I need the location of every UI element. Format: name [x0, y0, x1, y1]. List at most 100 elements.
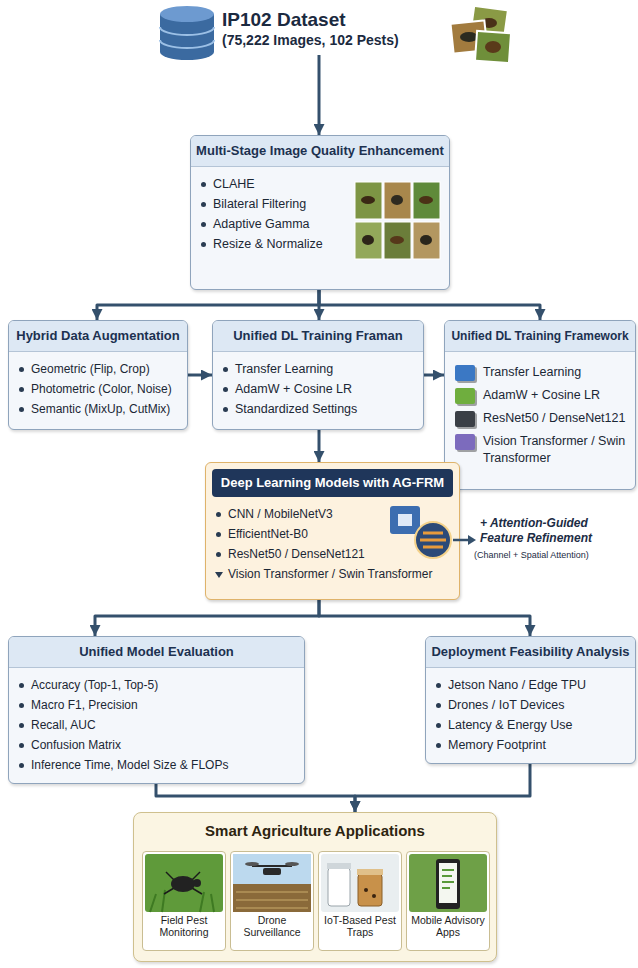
application-tile: Mobile Advisory Apps: [406, 851, 490, 951]
bullet-row: Recall, AUC: [19, 717, 300, 734]
pest-thumbnails-part: [475, 31, 511, 63]
pest-thumbnails-part: [460, 32, 478, 42]
bullet-text: Resize & Normalize: [213, 236, 323, 253]
bullet-row: Jetson Nano / Edge TPU: [436, 677, 631, 694]
bullet-dot: [19, 743, 24, 748]
flow-arrow: [156, 784, 355, 812]
bullet-list: CNN / MobileNetV3EfficientNet-B0ResNet50…: [206, 497, 459, 592]
item-icon: [455, 434, 475, 450]
tile-caption: Mobile Advisory Apps: [409, 914, 487, 938]
database-icon: [160, 6, 214, 60]
item-icon: [455, 411, 475, 427]
box-heading: Multi-Stage Image Quality Enhancement: [191, 136, 449, 167]
flow-arrow: [319, 600, 530, 636]
deployment-box: Deployment Feasibility AnalysisJetson Na…: [425, 636, 636, 764]
bullet-text: Inference Time, Model Size & FLOPs: [31, 757, 228, 774]
evaluation-box: Unified Model EvaluationAccuracy (Top-1,…: [8, 636, 305, 784]
dataset-source: IP102 Dataset(75,222 Images, 102 Pests): [222, 8, 450, 55]
bullet-triangle: [215, 572, 223, 578]
tile-caption: IoT-Based Pest Traps: [321, 914, 399, 938]
bullet-row: Latency & Energy Use: [436, 717, 631, 734]
bullet-row: Accuracy (Top-1, Top-5): [19, 677, 300, 694]
bullet-row: Macro F1, Precision: [19, 697, 300, 714]
bullet-dot: [436, 743, 441, 748]
annotation-text: + Attention-Guided Feature Refinement: [480, 516, 632, 546]
tile-caption: Drone Surveillance: [233, 914, 311, 938]
flow-arrow: [319, 290, 540, 320]
dataset-subtitle: (75,222 Images, 102 Pests): [222, 31, 450, 49]
bullet-list: Geometric (Flip, Crop)Photometric (Color…: [9, 352, 187, 427]
bullet-row: Vision Transformer / Swin Transformer: [455, 433, 631, 467]
flow-arrow: [318, 55, 321, 135]
database-icon-part: [160, 6, 214, 22]
bullet-dot: [19, 367, 24, 372]
bullet-text: Accuracy (Top-1, Top-5): [31, 677, 158, 694]
bullet-text: Macro F1, Precision: [31, 697, 138, 714]
bullet-row: Adaptive Gamma: [201, 216, 445, 233]
bullet-text: CNN / MobileNetV3: [228, 506, 333, 523]
bullet-row: Drones / IoT Devices: [436, 697, 631, 714]
bullet-text: Transfer Learning: [235, 361, 333, 378]
bullet-text: ResNet50 / DenseNet121: [483, 410, 625, 427]
bullet-row: AdamW + Cosine LR: [455, 387, 631, 404]
database-icon-part: [160, 14, 214, 60]
bullet-text: EfficientNet-B0: [228, 526, 308, 543]
flow-arrow: [424, 374, 444, 377]
process-box: Unified DL Training FrameworkTransfer Le…: [444, 320, 636, 490]
box-heading: Deep Learning Models with AG-FRM: [212, 469, 453, 497]
bullet-row: CLAHE: [201, 176, 445, 193]
database-icon-part: [160, 27, 214, 48]
process-box: Hybrid Data AugmentationGeometric (Flip,…: [8, 320, 188, 430]
bullet-list: CLAHE Bilateral FilteringAdaptive GammaRe…: [191, 167, 449, 262]
bullet-row: Semantic (MixUp, CutMix): [19, 401, 183, 418]
box-heading: Unified DL Training Framework: [445, 321, 635, 352]
bullet-dot: [201, 222, 206, 227]
box-heading: Unified DL Training Framan: [213, 321, 423, 352]
bullet-row: Inference Time, Model Size & FLOPs: [19, 757, 300, 774]
bullet-text: AdamW + Cosine LR: [483, 387, 600, 404]
bullet-dot: [201, 242, 206, 247]
bullet-row: AdamW + Cosine LR: [223, 381, 419, 398]
bullet-dot: [216, 552, 221, 557]
pest-thumbnails: [451, 6, 511, 63]
flow-arrow: [188, 374, 212, 377]
bullet-dot: [223, 387, 228, 392]
bullet-dot: [19, 763, 24, 768]
bullet-text: Adaptive Gamma: [213, 216, 310, 233]
bullet-dot: [19, 723, 24, 728]
bullet-list: Transfer LearningAdamW + Cosine LR Standa…: [213, 352, 423, 427]
tile-caption: Field Pest Monitoring: [145, 914, 223, 938]
bullet-row: ResNet50 / DenseNet121: [216, 546, 455, 563]
annotation-note: (Channel + Spatial Attention): [474, 550, 634, 561]
bullet-row: Standardized Settings: [223, 401, 419, 418]
bullet-row: Bilateral Filtering: [201, 196, 445, 213]
bullet-list: Transfer LearningAdamW + Cosine LR ResNet…: [445, 352, 635, 479]
bullet-text: Vision Transformer / Swin Transformer: [228, 566, 433, 583]
bullet-text: Transfer Learning: [483, 364, 581, 381]
attention-arrow-part: [468, 535, 476, 545]
bullet-dot: [19, 387, 24, 392]
bullet-row: Confusion Matrix: [19, 737, 300, 754]
bullet-dot: [19, 703, 24, 708]
bullet-dot: [436, 703, 441, 708]
bullet-row: Transfer Learning: [455, 364, 631, 381]
pest-thumbnails-part: [470, 6, 508, 40]
pest-thumbnails-part: [481, 18, 497, 28]
bullet-dot: [201, 202, 206, 207]
bullet-list: Jetson Nano / Edge TPU Drones / IoT Devic…: [426, 668, 635, 763]
bullet-text: Vision Transformer / Swin Transformer: [483, 433, 631, 467]
bullet-row: CNN / MobileNetV3: [216, 506, 455, 523]
process-box: Unified DL Training FramanTransfer Learn…: [212, 320, 424, 430]
bullet-dot: [436, 723, 441, 728]
bullet-row: Memory Footprint: [436, 737, 631, 754]
item-icon: [455, 365, 475, 381]
bullet-text: Latency & Energy Use: [448, 717, 572, 734]
flow-arrow: [97, 290, 319, 320]
bullet-dot: [216, 532, 221, 537]
bullet-text: Recall, AUC: [31, 717, 96, 734]
bullet-row: Resize & Normalize: [201, 236, 445, 253]
application-panel: Smart Agriculture ApplicationsField Pest…: [133, 812, 497, 962]
bullet-text: Confusion Matrix: [31, 737, 121, 754]
bullet-text: Photometric (Color, Noise): [31, 381, 172, 398]
